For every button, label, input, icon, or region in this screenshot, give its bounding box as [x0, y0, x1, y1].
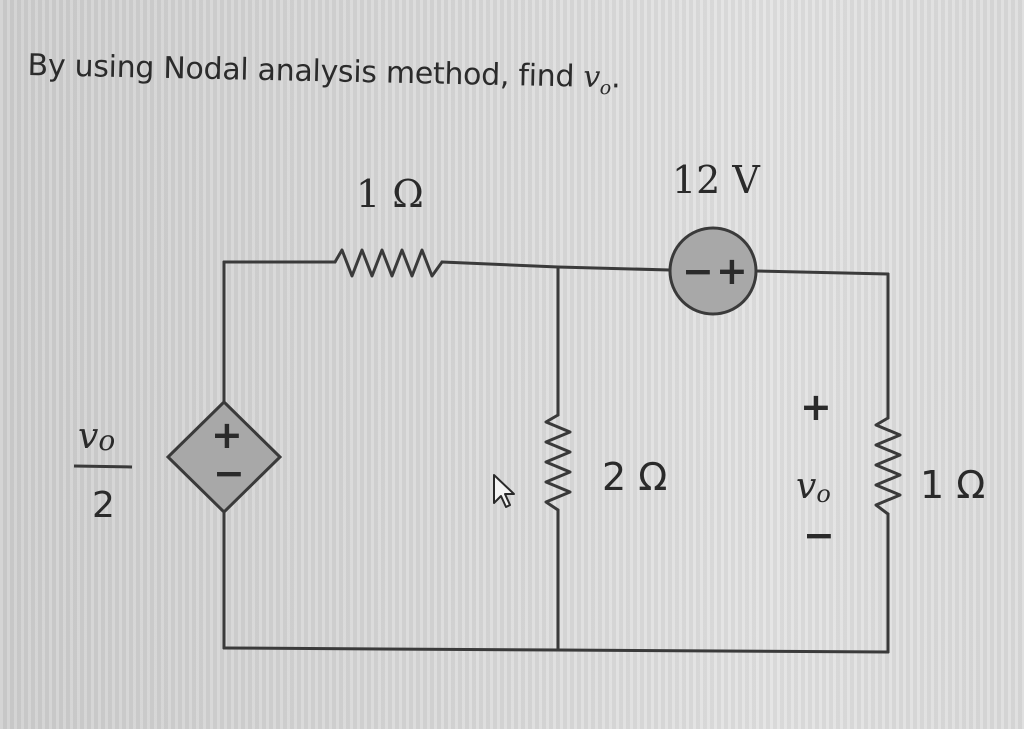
- dependent-source-denominator: 2: [92, 485, 115, 526]
- dependent-voltage-source: + −: [165, 399, 283, 515]
- middle-resistor-label: 2 Ω: [602, 455, 667, 499]
- dependent-source-minus: −: [213, 451, 245, 495]
- voltage-source-minus: −: [682, 249, 714, 293]
- dependent-source-plus: +: [211, 413, 243, 457]
- wire-bottom: [222, 646, 890, 654]
- voltage-source-label: 12 V: [672, 158, 760, 202]
- vo-minus-sign: −: [803, 513, 835, 557]
- vo-plus-sign: +: [800, 385, 832, 429]
- voltage-source-12v: − +: [668, 226, 758, 316]
- vo-label: vo: [796, 466, 831, 508]
- voltage-source-plus: +: [716, 249, 748, 293]
- fraction-bar: [73, 464, 133, 469]
- resistor-top-1ohm: [333, 248, 444, 278]
- dependent-source-numerator: vo: [78, 416, 115, 457]
- resistor-right-1ohm: [874, 416, 902, 516]
- wire-top-right: [754, 269, 890, 276]
- right-resistor-label: 1 Ω: [920, 463, 985, 507]
- mouse-pointer-icon: [493, 474, 515, 508]
- wire-top-mid: [440, 260, 672, 272]
- top-resistor-label: 1 Ω: [356, 172, 424, 216]
- resistor-middle-2ohm: [544, 413, 572, 512]
